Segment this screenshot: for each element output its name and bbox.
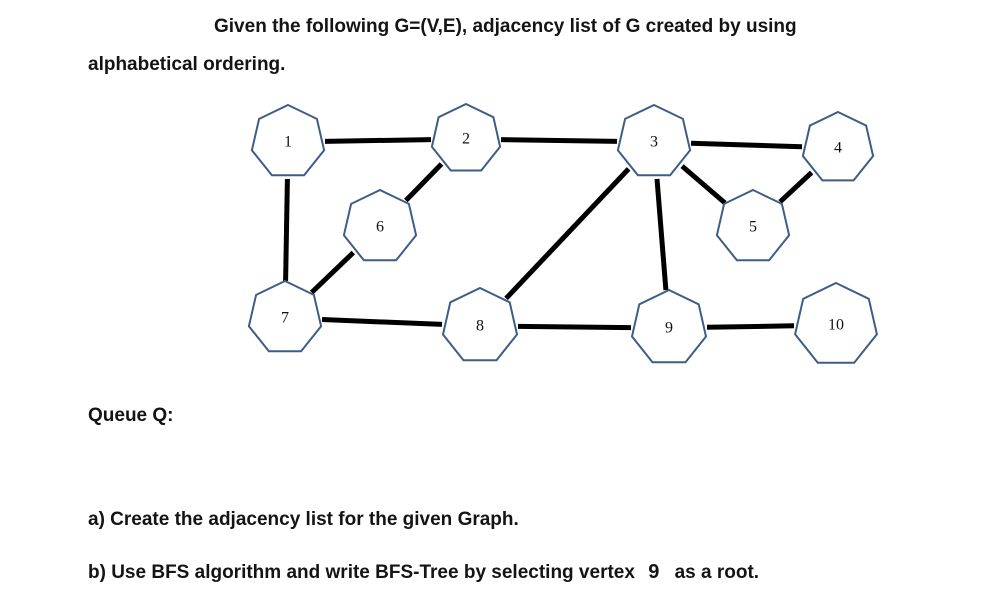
question-b-text: b) Use BFS algorithm and write BFS-Tree … bbox=[88, 562, 635, 583]
vertex-7: 7 bbox=[247, 279, 323, 353]
vertex-label: 7 bbox=[281, 310, 289, 327]
vertex-shape bbox=[342, 188, 418, 262]
vertex-shape bbox=[250, 103, 326, 177]
vertex-label: 4 bbox=[834, 140, 842, 157]
question-b-root-vertex: 9 bbox=[648, 561, 660, 583]
vertex-shape bbox=[794, 281, 878, 364]
edge-1-2 bbox=[324, 137, 432, 144]
vertex-label: 9 bbox=[665, 320, 673, 337]
vertex-label: 1 bbox=[284, 134, 292, 151]
edge-9-10 bbox=[706, 323, 795, 330]
edge-6-7 bbox=[309, 250, 356, 295]
vertex-label: 6 bbox=[376, 219, 384, 236]
question-a: a) Create the adjacency list for the giv… bbox=[88, 509, 519, 530]
edge-8-9 bbox=[517, 323, 632, 331]
queue-label: Queue Q: bbox=[88, 405, 174, 426]
edge-3-9 bbox=[654, 178, 669, 291]
vertex-shape bbox=[441, 286, 519, 362]
graph-nodes: 1 2 3 4 5 6 7 8 9 10 bbox=[247, 102, 878, 364]
vertex-shape bbox=[430, 102, 502, 172]
edge-1-7 bbox=[283, 178, 290, 282]
vertex-shape bbox=[801, 110, 875, 182]
edge-3-5 bbox=[680, 164, 727, 205]
edge-3-8 bbox=[504, 167, 631, 301]
vertex-8: 8 bbox=[441, 286, 519, 362]
vertex-9: 9 bbox=[630, 288, 708, 364]
question-b-tail: as a root. bbox=[674, 562, 760, 583]
vertex-label: 8 bbox=[476, 318, 484, 335]
vertex-5: 5 bbox=[715, 188, 791, 262]
edge-7-8 bbox=[321, 317, 443, 327]
vertex-shape bbox=[715, 188, 791, 262]
vertex-shape bbox=[630, 288, 708, 364]
edge-2-6 bbox=[404, 162, 444, 203]
vertex-label: 5 bbox=[749, 219, 757, 236]
vertex-6: 6 bbox=[342, 188, 418, 262]
edge-2-3 bbox=[500, 137, 618, 144]
title-line-1: Given the following G=(V,E), adjacency l… bbox=[214, 16, 797, 37]
vertex-1: 1 bbox=[250, 103, 326, 177]
graph-edges bbox=[283, 137, 814, 331]
vertex-4: 4 bbox=[801, 110, 875, 182]
vertex-shape bbox=[616, 103, 692, 177]
vertex-label: 3 bbox=[650, 134, 658, 151]
vertex-3: 3 bbox=[616, 103, 692, 177]
vertex-label: 10 bbox=[828, 317, 844, 334]
edge-3-4 bbox=[690, 140, 803, 150]
title-line-2: alphabetical ordering. bbox=[88, 54, 286, 75]
vertex-label: 2 bbox=[462, 131, 470, 148]
vertex-10: 10 bbox=[794, 281, 878, 364]
question-b: b) Use BFS algorithm and write BFS-Tree … bbox=[88, 561, 759, 584]
vertex-shape bbox=[247, 279, 323, 353]
vertex-2: 2 bbox=[430, 102, 502, 172]
edge-5-4 bbox=[778, 170, 814, 204]
